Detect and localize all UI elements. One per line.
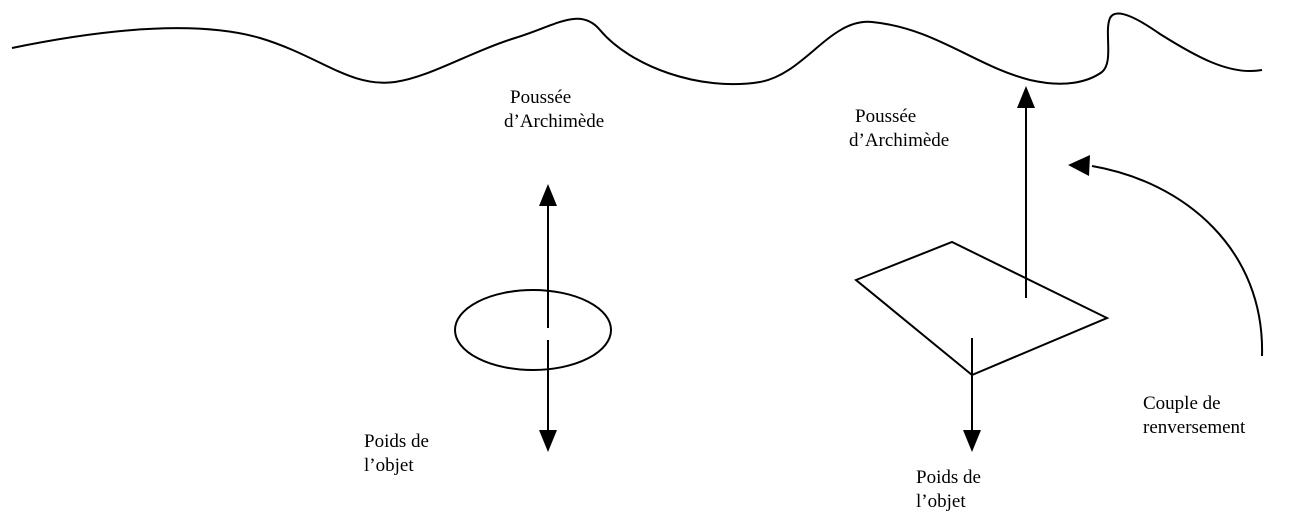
overturning-couple-label: Couple de renversement <box>1143 392 1245 440</box>
overturning-couple-label-line1: Couple de <box>1143 393 1221 414</box>
right-weight-label-line1: Poids de <box>916 467 981 488</box>
overturning-couple-arrowhead <box>1068 155 1090 176</box>
right-weight-label: Poids de l’objet <box>916 466 981 514</box>
right-weight-label-line2: l’objet <box>916 491 966 512</box>
left-buoyancy-label: Poussée d’Archimède <box>504 86 604 134</box>
left-buoyancy-label-line1: Poussée <box>510 87 572 108</box>
tilted-square-object <box>854 240 1110 377</box>
right-buoyancy-label: Poussée d’Archimède <box>849 105 949 153</box>
floating-ellipse-object <box>454 289 612 371</box>
right-buoyancy-label-line1: Poussée <box>855 106 917 127</box>
left-buoyancy-arrowhead <box>539 184 557 206</box>
right-weight-arrowhead <box>963 430 981 452</box>
overturning-couple-label-line2: renversement <box>1143 417 1246 438</box>
left-weight-label: Poids de l’objet <box>364 430 429 478</box>
right-buoyancy-label-line2: d’Archimède <box>849 130 950 151</box>
left-weight-arrowhead <box>539 430 557 452</box>
overturning-couple-curved-arrow <box>1091 165 1264 357</box>
left-buoyancy-label-line2: d’Archimède <box>504 111 605 132</box>
left-weight-label-line2: l’objet <box>364 455 414 476</box>
water-surface-line <box>11 12 1263 86</box>
right-buoyancy-arrowhead <box>1017 86 1035 108</box>
left-weight-label-line1: Poids de <box>364 431 429 452</box>
